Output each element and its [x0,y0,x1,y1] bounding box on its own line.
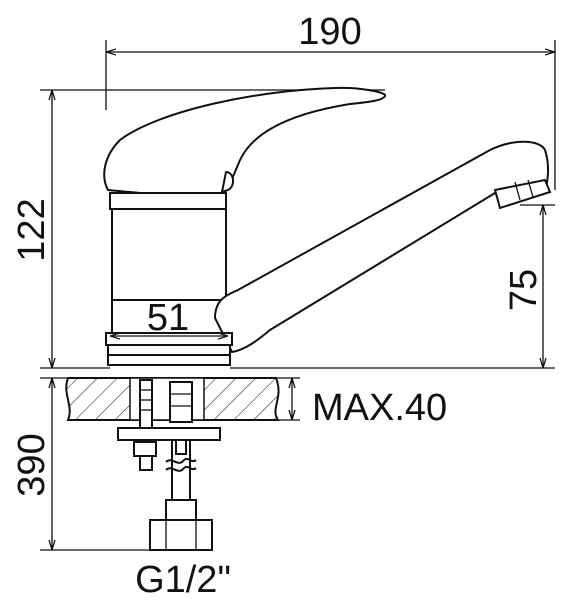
dimension-width: 190 [105,11,556,190]
thread-fitting [149,519,213,551]
spout-height-label: 75 [503,269,545,311]
mounting-hardware [117,379,221,551]
counter-thickness-label: MAX.40 [312,387,447,429]
dimension-height: 122 [11,89,385,369]
base-diameter-label: 51 [147,297,189,339]
spout [213,140,549,354]
width-label: 190 [298,11,361,53]
dimension-hose-length: 390 [11,377,150,551]
hose-length-label: 390 [11,433,53,496]
dimension-spout-height: 75 [230,204,555,369]
dimension-base: 51 [110,297,228,339]
dimension-counter-thickness: MAX.40 [276,377,447,429]
height-label: 122 [11,198,53,261]
lever-handle [103,86,386,200]
thread-label: G1/2" [135,559,231,601]
